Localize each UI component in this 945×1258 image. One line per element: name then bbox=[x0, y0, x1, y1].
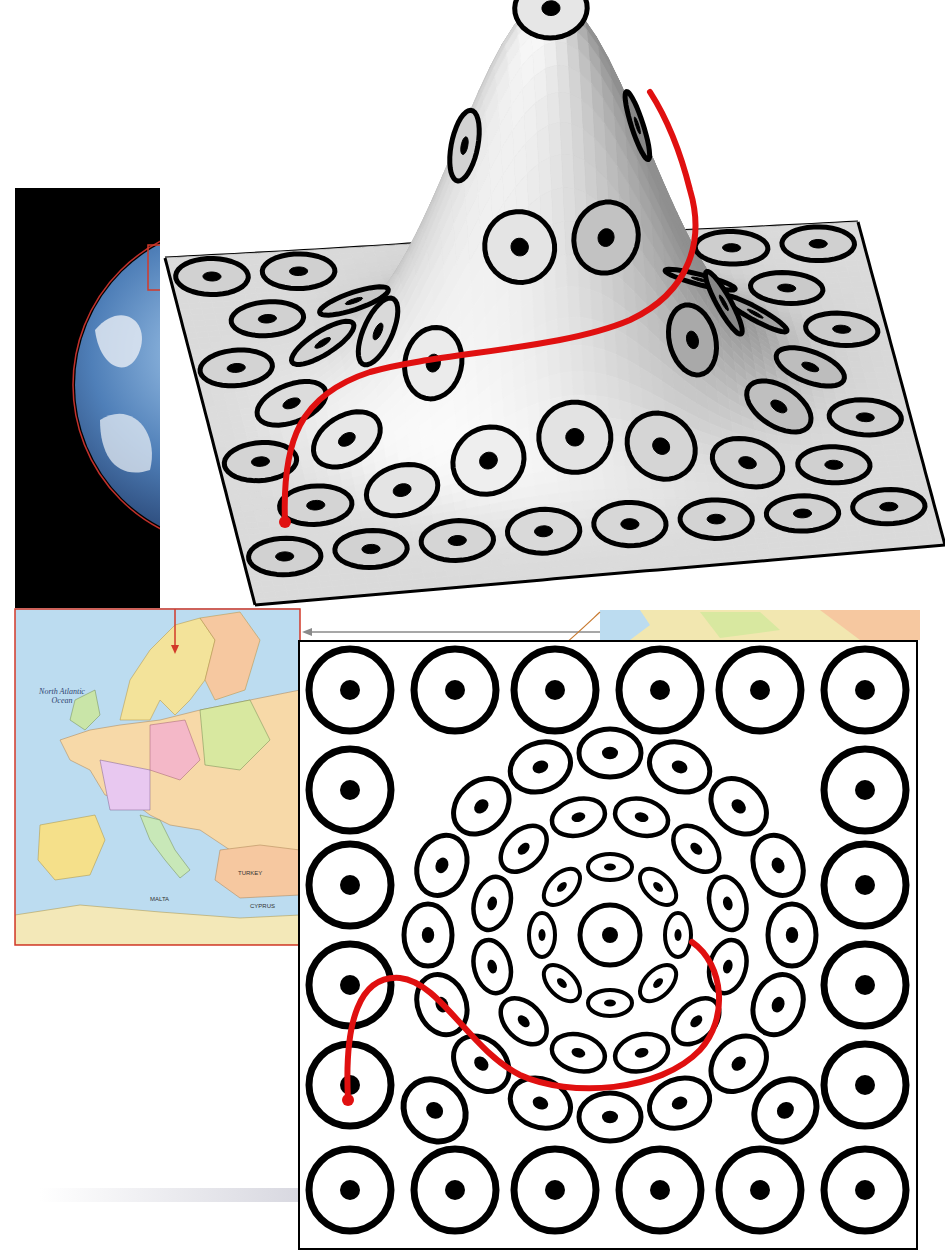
surface-patch bbox=[787, 263, 800, 269]
surface-patch bbox=[556, 42, 569, 67]
surface-patch bbox=[851, 367, 864, 373]
surface-patch bbox=[763, 259, 776, 265]
surface-patch bbox=[834, 304, 847, 310]
surface-patch bbox=[881, 394, 894, 400]
surface-patch bbox=[776, 264, 789, 270]
surface-patch bbox=[825, 272, 838, 278]
surface-patch bbox=[821, 299, 834, 304]
surface-patch bbox=[855, 384, 868, 390]
surface-patch bbox=[876, 373, 889, 379]
surface-patch bbox=[847, 351, 860, 357]
surface-patch bbox=[857, 303, 870, 309]
surface-patch bbox=[546, 65, 559, 95]
surface-patch bbox=[773, 253, 786, 259]
surface-patch bbox=[867, 384, 880, 390]
surface-patch bbox=[829, 288, 842, 294]
surface-panel bbox=[160, 0, 945, 608]
surface-patch bbox=[557, 65, 570, 94]
surface-patch bbox=[547, 92, 560, 125]
surface-patch bbox=[871, 356, 884, 362]
surface-patch bbox=[841, 288, 854, 294]
surface-patch bbox=[857, 389, 870, 395]
surface-patch bbox=[852, 287, 865, 293]
surface-patch bbox=[854, 378, 867, 384]
surface-patch bbox=[858, 351, 871, 356]
surface-patch bbox=[544, 42, 557, 69]
surface-patch bbox=[234, 254, 247, 260]
surface-patch bbox=[858, 308, 871, 314]
surface-patch bbox=[868, 346, 881, 352]
surface-patch bbox=[844, 298, 857, 304]
surface-patch bbox=[842, 293, 855, 299]
surface-patch bbox=[831, 293, 844, 299]
surface-patch bbox=[812, 267, 825, 273]
surface-patch bbox=[764, 264, 777, 270]
surface-patch bbox=[838, 277, 851, 283]
surface-patch bbox=[865, 378, 878, 384]
surface-patch bbox=[852, 373, 865, 379]
surface-patch bbox=[854, 292, 867, 298]
surface-patch bbox=[870, 351, 883, 357]
surface-patch bbox=[811, 305, 824, 310]
surface-patch bbox=[845, 389, 858, 395]
surface-patch bbox=[743, 270, 756, 275]
surface-patch bbox=[799, 263, 812, 269]
surface-patch bbox=[844, 383, 857, 389]
surface-patch bbox=[848, 356, 861, 362]
europe-map bbox=[15, 608, 300, 945]
surface-patch bbox=[766, 226, 779, 232]
surface-patch bbox=[839, 282, 852, 288]
surface-patch bbox=[845, 304, 858, 310]
surface-patch bbox=[874, 367, 887, 373]
surface-patch bbox=[246, 253, 259, 259]
surface-patch bbox=[828, 283, 841, 289]
surface-patch bbox=[868, 389, 881, 395]
surface-patch bbox=[753, 264, 766, 269]
surface-patch bbox=[880, 389, 893, 395]
surface-patch bbox=[247, 259, 260, 265]
surface-patch bbox=[774, 258, 787, 264]
surface-patch bbox=[860, 357, 873, 362]
surface-patch bbox=[873, 362, 886, 368]
surface-patch bbox=[777, 226, 790, 232]
surface-patch bbox=[836, 272, 849, 278]
surface-patch bbox=[559, 92, 572, 123]
surface-patch bbox=[861, 362, 874, 367]
surface-patch bbox=[855, 298, 868, 304]
surface-patch bbox=[257, 253, 270, 259]
surface-patch bbox=[863, 367, 876, 372]
surface-patch bbox=[823, 267, 836, 273]
surface-patch bbox=[826, 278, 839, 284]
surface-patch bbox=[832, 299, 845, 305]
surface-patch bbox=[731, 270, 744, 275]
surface-patch bbox=[877, 378, 890, 384]
surface-patch bbox=[822, 304, 835, 309]
surface-patch bbox=[767, 232, 780, 238]
surface-patch bbox=[878, 383, 891, 389]
surface-patch bbox=[851, 282, 864, 288]
surface-patch bbox=[864, 373, 877, 379]
surface-patch bbox=[835, 266, 848, 272]
surface-patch bbox=[850, 362, 863, 368]
fade-bar bbox=[40, 1188, 300, 1202]
surface-patch bbox=[754, 227, 767, 233]
